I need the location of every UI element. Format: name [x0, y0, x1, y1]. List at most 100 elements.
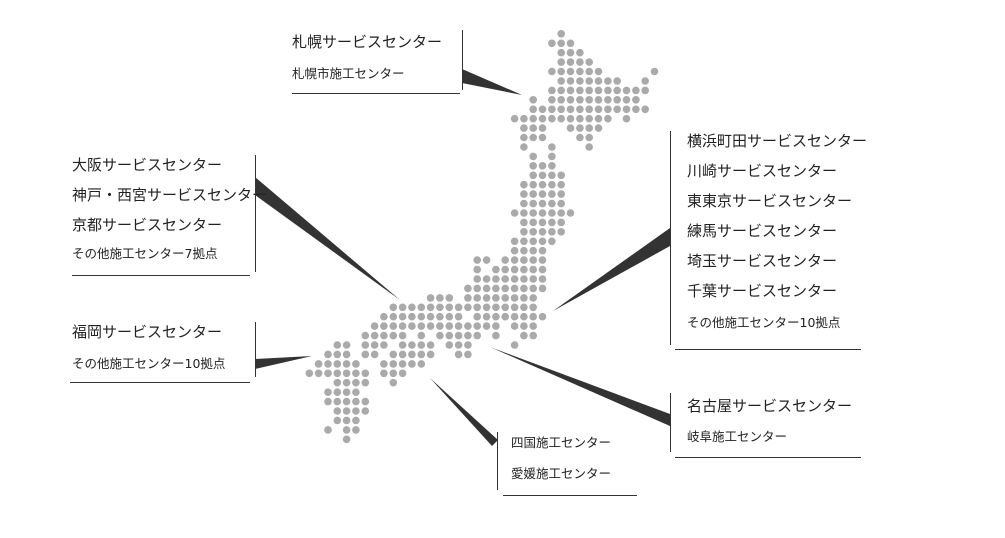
- map-dot: [576, 48, 584, 57]
- map-dot: [632, 86, 640, 95]
- map-dot: [314, 369, 323, 378]
- map-dot: [538, 199, 547, 208]
- map-dot: [510, 114, 519, 123]
- map-dot: [361, 331, 370, 340]
- map-dot: [492, 265, 500, 274]
- map-dot: [557, 48, 565, 57]
- map-dot: [454, 303, 463, 312]
- kyoto-service-center: 京都サービスセンター: [72, 216, 223, 234]
- map-dot: [473, 275, 482, 283]
- map-dot: [576, 67, 584, 76]
- map-dot: [408, 360, 416, 368]
- map-dot: [389, 378, 398, 387]
- map-dot: [529, 209, 537, 217]
- map-dot: [436, 312, 444, 321]
- map-dot: [557, 67, 565, 76]
- map-dot: [585, 133, 593, 142]
- map-dot: [510, 294, 519, 302]
- map-dot: [529, 114, 537, 123]
- map-dot: [566, 105, 575, 114]
- map-dot: [492, 303, 500, 312]
- map-dot: [566, 86, 575, 95]
- map-dot: [566, 39, 575, 48]
- map-dot: [370, 331, 379, 340]
- map-dot: [585, 124, 593, 132]
- map-dot: [333, 360, 342, 368]
- map-dot: [342, 426, 351, 434]
- map-dot: [352, 426, 360, 434]
- map-dot: [622, 105, 631, 114]
- map-dot: [380, 322, 388, 330]
- map-dot: [548, 86, 556, 95]
- map-dot: [548, 105, 556, 114]
- map-dot: [520, 331, 528, 340]
- map-dot: [604, 114, 612, 123]
- map-dot: [454, 341, 463, 349]
- map-dot: [324, 397, 332, 406]
- map-dot: [482, 256, 491, 264]
- map-dot: [520, 256, 528, 264]
- map-dot: [501, 284, 510, 293]
- map-dot: [408, 322, 416, 330]
- leader-kyushu: [255, 356, 312, 369]
- map-dot: [576, 77, 584, 85]
- map-dot: [510, 265, 519, 274]
- map-dot: [520, 228, 528, 236]
- map-dot: [501, 312, 510, 321]
- map-dot: [492, 275, 500, 283]
- map-dot: [426, 322, 435, 330]
- map-dot: [445, 322, 454, 330]
- sapporo-city-construction-center: 札幌市施工センター: [292, 66, 405, 81]
- map-dot: [342, 435, 351, 444]
- map-dot: [529, 294, 537, 302]
- divider: [72, 275, 250, 276]
- map-dot: [576, 96, 584, 104]
- map-dot: [538, 133, 547, 142]
- map-dot: [538, 114, 547, 123]
- map-dot: [529, 246, 537, 255]
- map-dot: [389, 322, 398, 330]
- map-dot: [510, 275, 519, 283]
- map-dot: [380, 369, 388, 378]
- map-dot: [352, 369, 360, 378]
- map-dot: [576, 114, 584, 123]
- map-dot: [548, 180, 556, 189]
- map-dot: [604, 96, 612, 104]
- map-dot: [548, 228, 556, 236]
- map-dot: [566, 77, 575, 85]
- map-dot: [417, 350, 426, 359]
- map-dot: [501, 303, 510, 312]
- map-dot: [585, 143, 593, 151]
- map-dot: [342, 360, 351, 368]
- map-dot: [398, 341, 407, 349]
- map-dot: [594, 96, 603, 104]
- map-dot: [510, 237, 519, 246]
- map-dot: [529, 322, 537, 330]
- map-dot: [342, 341, 351, 349]
- map-dot: [352, 407, 360, 415]
- fukuoka-service-center: 福岡サービスセンター: [72, 323, 223, 341]
- osaka-service-center: 大阪サービスセンター: [72, 156, 223, 174]
- map-dot: [426, 312, 435, 321]
- map-dot: [520, 275, 528, 283]
- map-dot: [352, 397, 360, 406]
- map-dot: [594, 67, 603, 76]
- map-dot: [342, 369, 351, 378]
- map-dot: [538, 190, 547, 198]
- map-dot: [389, 331, 398, 340]
- divider: [292, 93, 460, 94]
- nagoya-service-center: 名古屋サービスセンター: [687, 397, 853, 415]
- map-dot: [566, 124, 575, 132]
- map-dot: [417, 303, 426, 312]
- map-dot: [538, 228, 547, 236]
- yokohama-machida-service-center: 横浜町田サービスセンター: [687, 132, 868, 150]
- map-dot: [482, 312, 491, 321]
- map-dot: [520, 284, 528, 293]
- map-dot: [408, 312, 416, 321]
- map-dot: [538, 124, 547, 132]
- map-dot: [501, 275, 510, 283]
- map-dot: [594, 124, 603, 132]
- map-dot: [594, 86, 603, 95]
- map-dot: [548, 209, 556, 217]
